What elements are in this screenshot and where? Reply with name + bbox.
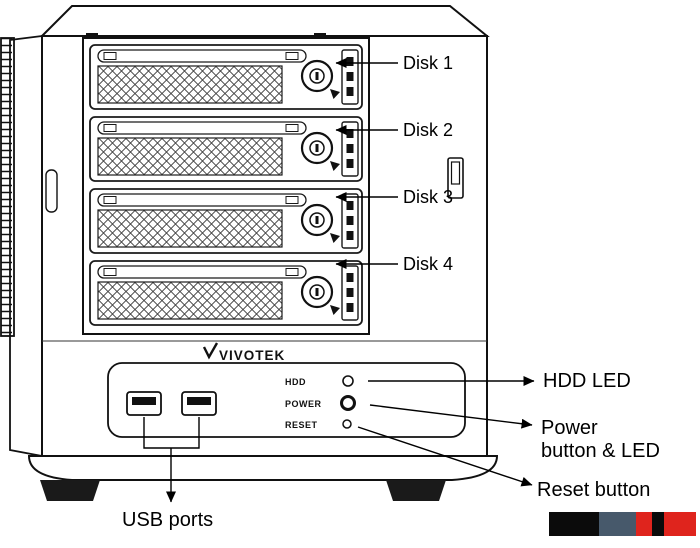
color-strip-segment [599, 512, 636, 536]
disk4-label: Disk 4 [403, 254, 454, 274]
right-latch-inner [450, 161, 461, 185]
panel-reset-label: RESET [285, 420, 318, 430]
reset-button-label: Reset button [537, 479, 651, 501]
color-strip-segment [636, 512, 652, 536]
brand-logo-text: VIVOTEK [219, 348, 285, 363]
side-vent-grille [0, 37, 15, 337]
usb-port-icon-1 [126, 391, 162, 416]
device-foot-left [40, 480, 100, 501]
drive-tray-3 [88, 187, 364, 255]
hdd-led-label: HDD LED [543, 370, 631, 392]
callout-arrow-power [369, 404, 533, 429]
color-strip-segment [549, 512, 599, 536]
hdd-led-icon [342, 375, 354, 387]
brand-check-icon [202, 342, 219, 360]
left-slot [45, 169, 58, 213]
panel-hdd-label: HDD [285, 377, 306, 387]
power-button-label-line2: button & LED [541, 440, 660, 462]
color-strip [549, 512, 696, 536]
device-top-face [39, 5, 490, 37]
disk1-label: Disk 1 [403, 53, 454, 73]
drive-tray-1 [88, 43, 364, 111]
cage-tab-right [314, 33, 326, 39]
usb-port-icon-2 [181, 391, 217, 416]
disk3-label: Disk 3 [403, 187, 454, 207]
color-strip-segment [652, 512, 664, 536]
power-button-label-line1: Power [541, 417, 598, 439]
power-button-label: Power button & LED [541, 417, 660, 463]
panel-power-label: POWER [285, 399, 322, 409]
color-strip-segment [664, 512, 696, 536]
disk2-label: Disk 2 [403, 120, 454, 140]
drive-tray-4 [88, 259, 364, 327]
drive-tray-2 [88, 115, 364, 183]
reset-button-icon [342, 419, 352, 429]
cage-tab-left [86, 33, 98, 39]
device-foot-right [386, 480, 446, 501]
usb-ports-label: USB ports [122, 509, 214, 531]
power-button-icon [340, 395, 356, 411]
callout-arrow-reset [357, 426, 533, 487]
device-base-skirt [27, 455, 499, 481]
